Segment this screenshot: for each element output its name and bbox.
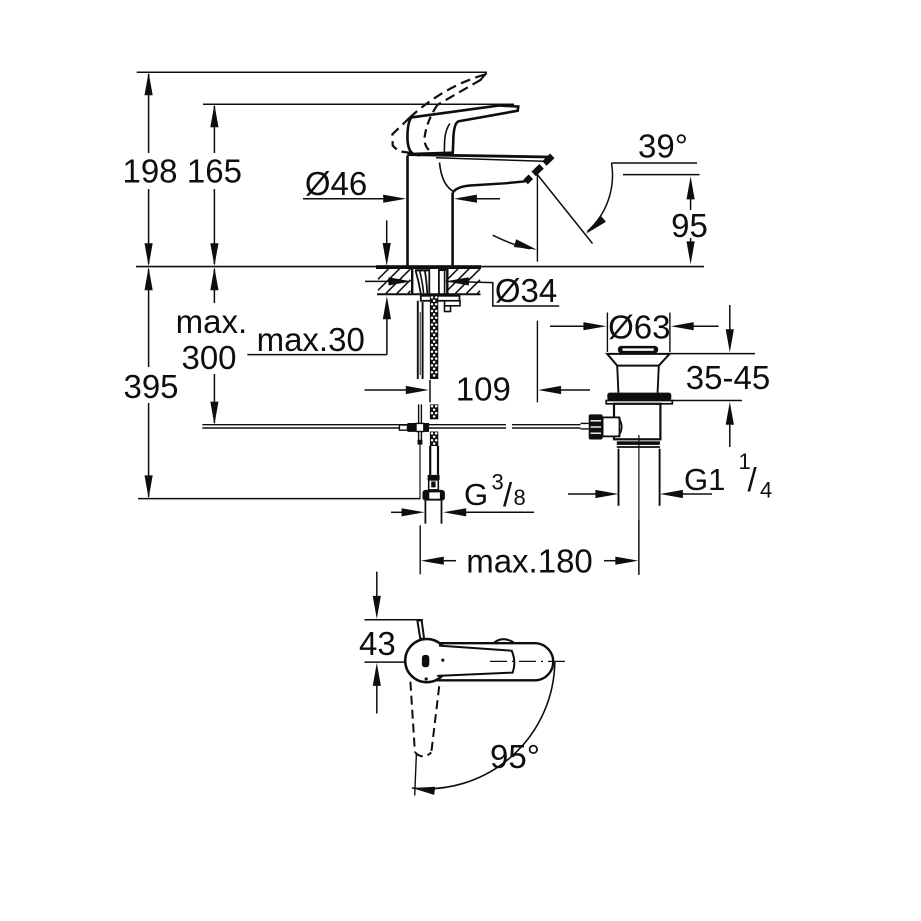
svg-text:8: 8 [514,485,526,510]
svg-text:Ø34: Ø34 [495,272,557,309]
svg-text:43: 43 [359,625,396,662]
svg-text:300: 300 [181,339,236,376]
svg-text:4: 4 [760,478,772,503]
svg-text:35-45: 35-45 [686,359,770,396]
svg-text:max.30: max.30 [257,321,365,358]
svg-text:G: G [464,477,488,512]
svg-text:165: 165 [187,153,242,190]
svg-text:395: 395 [123,368,178,405]
svg-text:95: 95 [671,207,708,244]
svg-text:/: / [503,476,513,513]
svg-text:95°: 95° [490,738,540,775]
svg-text:109: 109 [456,371,511,408]
svg-text:G1: G1 [684,462,725,497]
svg-text:max.180: max.180 [466,543,593,580]
svg-text:1: 1 [739,449,751,474]
svg-text:/: / [748,461,758,498]
svg-text:3: 3 [492,470,504,495]
svg-text:max.: max. [176,303,248,340]
svg-text:198: 198 [122,153,177,190]
svg-text:Ø46: Ø46 [305,165,367,202]
svg-text:Ø63: Ø63 [608,309,670,346]
svg-text:39°: 39° [638,128,688,165]
